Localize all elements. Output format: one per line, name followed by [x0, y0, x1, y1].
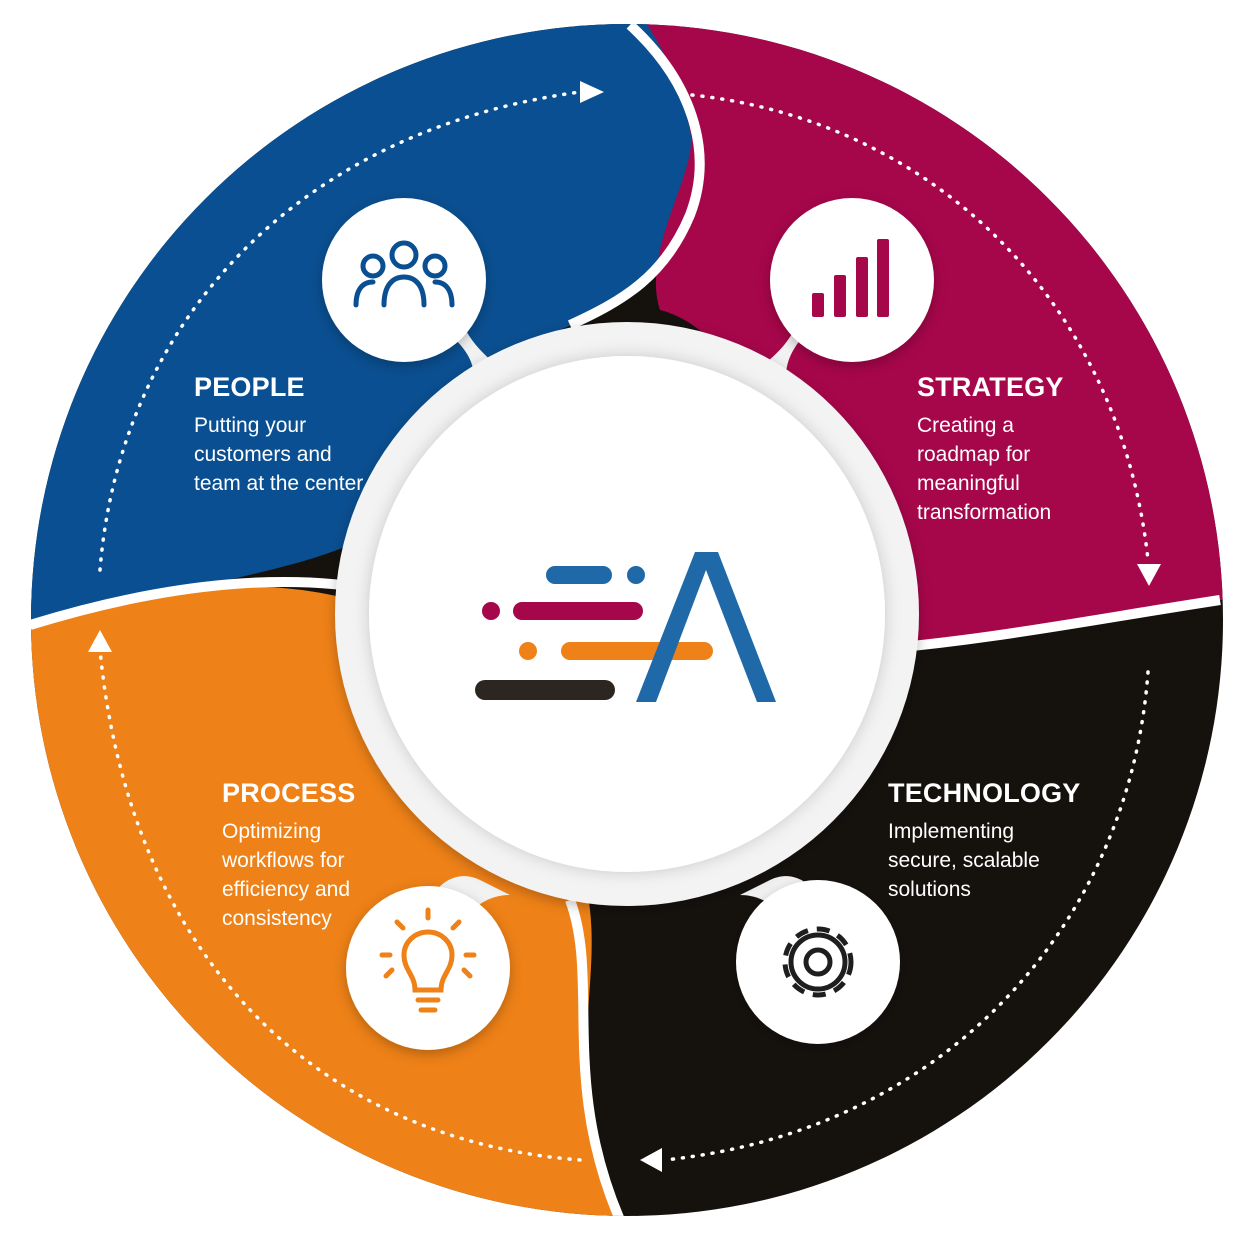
lightbulb-icon: [379, 907, 477, 1013]
bubble-process: [346, 886, 510, 1050]
strategy-title: STRATEGY: [917, 372, 1064, 402]
process-label: PROCESS Optimizing workflows for efficie…: [222, 778, 382, 933]
bubble-strategy: [770, 198, 934, 362]
central-hub: [335, 322, 919, 906]
flow-arrows: [98, 90, 1150, 1162]
people-group-icon: [353, 240, 455, 308]
brand-logo: [475, 552, 776, 702]
bar-chart-icon: [812, 239, 889, 317]
arrowheads: [88, 81, 1161, 1172]
bubble-people: [322, 198, 486, 362]
people-label: PEOPLE Putting your customers and team a…: [194, 372, 364, 498]
technology-label: TECHNOLOGY Implementing secure, scalable…: [888, 778, 1088, 904]
technology-description: Implementing secure, scalable solutions: [888, 820, 1040, 901]
arrowhead-strategy-to-technology: [1137, 564, 1161, 586]
gear-icon: [782, 926, 854, 998]
strategy-label: STRATEGY Creating a roadmap for meaningf…: [917, 372, 1087, 527]
people-title: PEOPLE: [194, 372, 305, 402]
technology-title: TECHNOLOGY: [888, 778, 1081, 808]
arrowhead-process-to-people: [88, 630, 112, 652]
strategy-description: Creating a roadmap for meaningful transf…: [917, 414, 1052, 524]
people-description: Putting your customers and team at the c…: [194, 414, 364, 495]
arrowhead-people-to-strategy: [580, 81, 604, 103]
bubble-technology: [736, 880, 900, 1044]
arrowhead-technology-to-process: [640, 1148, 662, 1172]
process-description: Optimizing workflows for efficiency and …: [222, 820, 351, 930]
process-title: PROCESS: [222, 778, 356, 808]
